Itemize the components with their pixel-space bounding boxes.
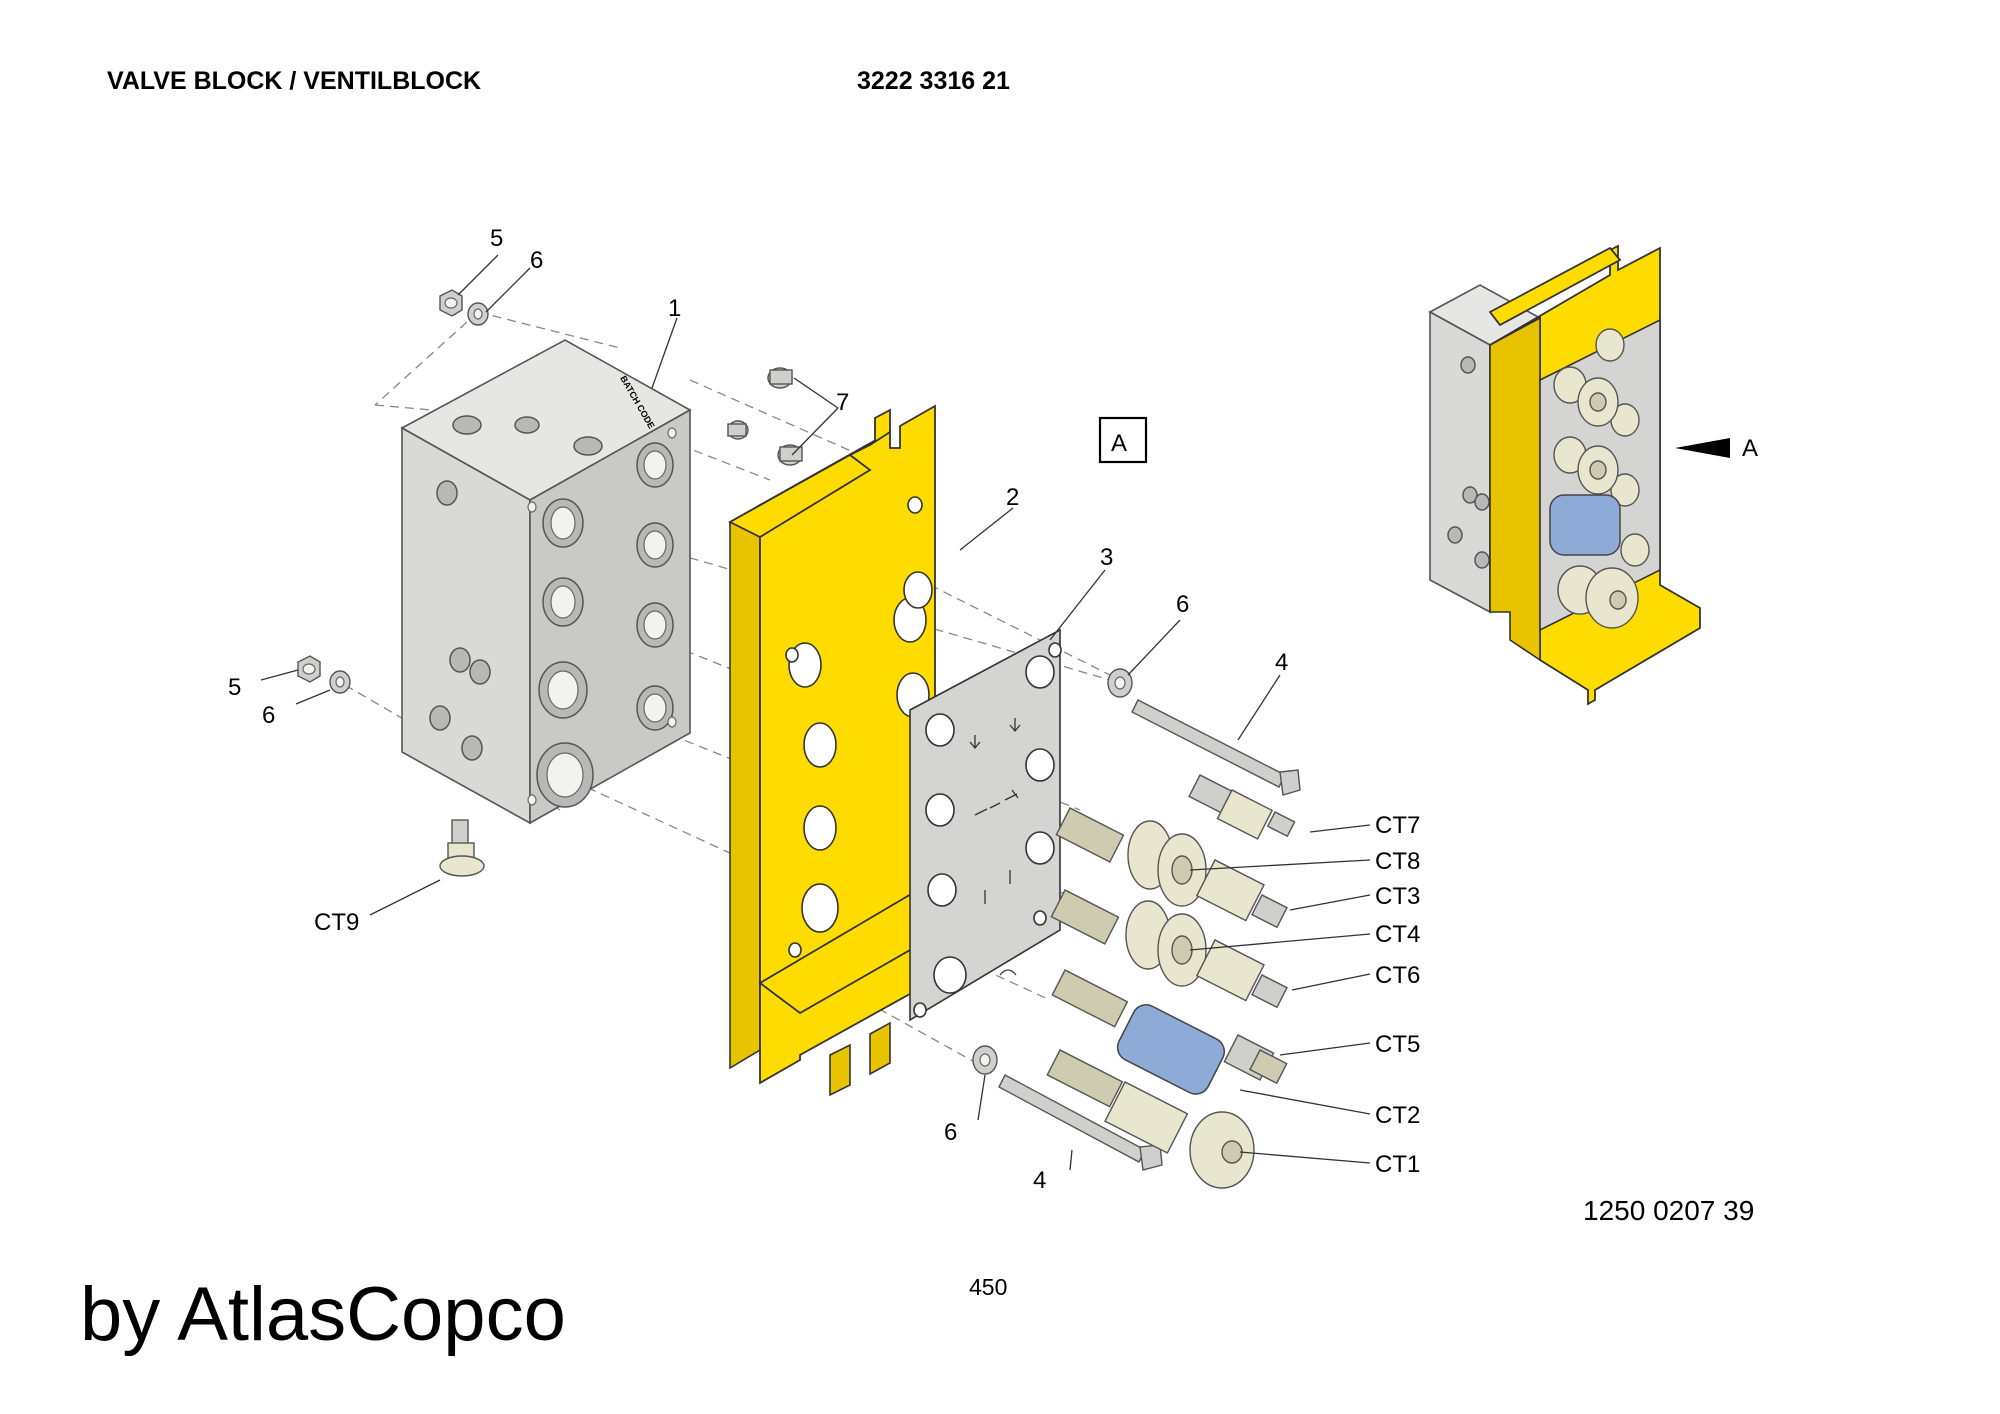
plug-7-group: [727, 367, 803, 466]
callout-1: 1: [668, 295, 681, 322]
view-box: A: [1098, 416, 1148, 464]
assembled-view: [1428, 244, 1730, 706]
cartridge-ct1: [1046, 1049, 1255, 1189]
callout-ct9: CT9: [314, 909, 359, 936]
callout-ct3: CT3: [1375, 883, 1420, 910]
callout-ct5: CT5: [1375, 1031, 1420, 1058]
callout-4-upper: 4: [1275, 649, 1288, 676]
callout-ct4: CT4: [1375, 921, 1420, 948]
cartridge-ct2: [1249, 1049, 1288, 1085]
page-title: VALVE BLOCK / VENTILBLOCK: [107, 67, 482, 95]
washer-6-top: [467, 302, 489, 326]
callout-ct7: CT7: [1375, 812, 1420, 839]
nut-5-top: [439, 289, 463, 317]
symbol-plate: [909, 628, 1062, 1022]
callout-5-side: 5: [228, 674, 241, 701]
callout-4-lower: 4: [1033, 1167, 1046, 1194]
view-box-label: A: [1111, 430, 1127, 457]
washer-6-side: [329, 670, 351, 694]
part-number: 3222 3316 21: [857, 67, 1010, 95]
callout-2: 2: [1006, 484, 1019, 511]
valve-block: BATCH CODE: [400, 339, 692, 825]
mounting-bracket: [728, 404, 982, 1097]
leader-lines: [260, 254, 1371, 1171]
callout-6-side: 6: [262, 702, 275, 729]
watermark: by AtlasCopco: [80, 1272, 566, 1357]
cartridge-ct8: [1055, 807, 1207, 907]
callout-3: 3: [1100, 544, 1113, 571]
callout-6-upper-right: 6: [1176, 591, 1189, 618]
callout-labels: 1 2 3 4 4 5 5 6 6 6 6 7 CT7 CT8 CT3 CT4 …: [228, 225, 1758, 1194]
cartridge-ct9: [439, 819, 485, 877]
callout-6-top: 6: [530, 247, 543, 274]
nut-5-side: [297, 655, 321, 683]
callout-ct1: CT1: [1375, 1151, 1420, 1178]
cartridge-ct6: [1195, 939, 1288, 1009]
cartridge-ct4: [1050, 889, 1207, 987]
page-number: 450: [969, 1274, 1008, 1300]
callout-7: 7: [836, 389, 849, 416]
cartridge-ct3: [1195, 859, 1288, 929]
callout-ct2: CT2: [1375, 1102, 1420, 1129]
cartridge-ct7: [1188, 774, 1296, 840]
bolt-4-lower: [998, 1074, 1163, 1171]
callout-5-top: 5: [490, 225, 503, 252]
callout-view-arrow: A: [1742, 435, 1758, 462]
view-arrow-icon: [1675, 438, 1730, 458]
bolt-4-upper: [1131, 699, 1301, 796]
callout-6-lower: 6: [944, 1119, 957, 1146]
washer-6-lower: [972, 1045, 998, 1075]
drawing-number: 1250 0207 39: [1583, 1195, 1755, 1226]
washer-6-upper-right: [1107, 668, 1133, 698]
callout-ct6: CT6: [1375, 962, 1420, 989]
callout-ct8: CT8: [1375, 848, 1420, 875]
